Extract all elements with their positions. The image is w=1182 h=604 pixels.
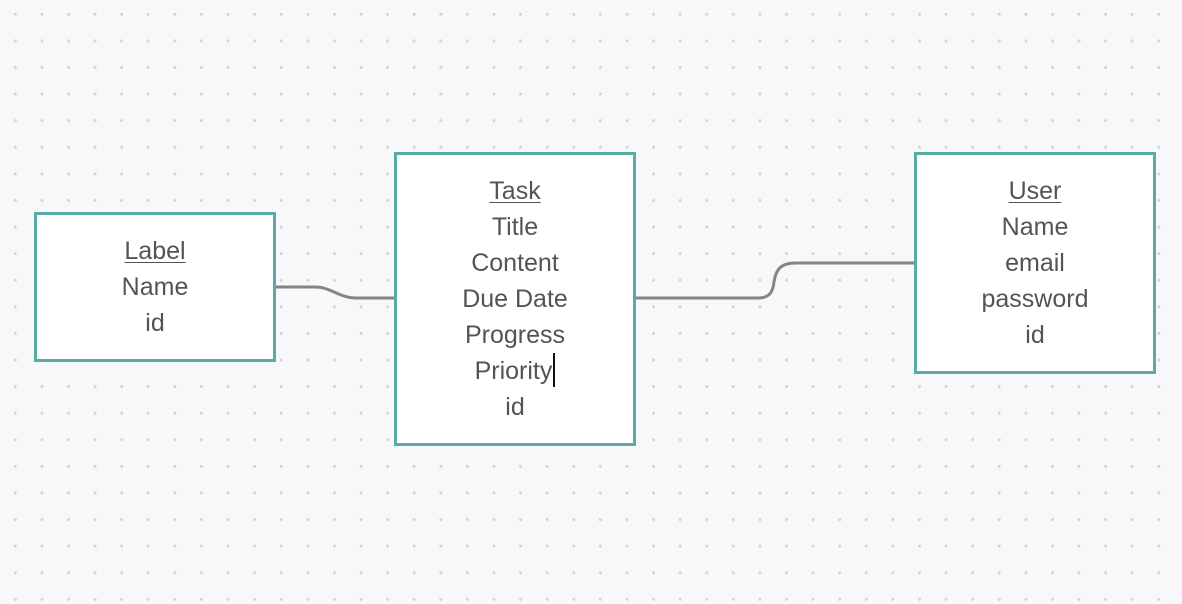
entity-task[interactable]: Task Title Content Due Date Progress Pri… (394, 152, 636, 446)
entity-user-title: User (1008, 177, 1062, 205)
entity-user-field-name: Name (1001, 213, 1069, 241)
entity-user-field-email: email (1005, 249, 1065, 277)
entity-task-title: Task (489, 176, 541, 205)
entity-task-field-title: Title (491, 212, 539, 241)
entity-user[interactable]: User Name email password id (914, 152, 1156, 374)
entity-task-field-id: id (505, 393, 525, 422)
connector-task-user[interactable] (636, 261, 914, 300)
entity-user-field-id: id (1025, 321, 1045, 349)
entity-task-field-priority[interactable]: Priority (474, 356, 553, 385)
entity-label[interactable]: Label Name id (34, 212, 276, 362)
entity-task-field-priority-row[interactable]: Priority (475, 353, 556, 389)
entity-label-title: Label (124, 237, 186, 265)
entity-task-field-content: Content (471, 248, 559, 277)
connector-label-task[interactable] (276, 285, 394, 300)
entity-label-field-id: id (145, 309, 165, 337)
entity-task-field-due-date: Due Date (462, 284, 568, 313)
text-cursor (553, 353, 556, 388)
entity-user-field-password: password (981, 285, 1089, 313)
entity-task-field-progress: Progress (464, 320, 566, 349)
entity-label-field-name: Name (121, 273, 189, 301)
